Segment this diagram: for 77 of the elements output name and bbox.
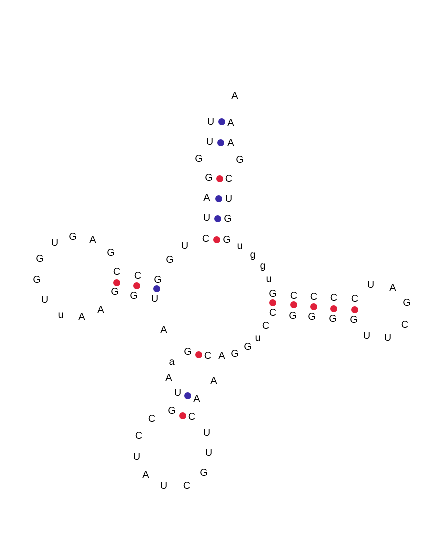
nucleotide-letter: G <box>403 299 411 309</box>
nucleotide-letter: A <box>228 119 234 129</box>
nucleotide-letter: U <box>363 332 371 342</box>
nucleotide-letter: C <box>225 175 233 185</box>
nucleotide-letter: G <box>69 233 77 243</box>
nucleotide-letter: g <box>250 251 256 261</box>
nucleotide-letter: A <box>390 284 396 294</box>
nucleotide-letter: U <box>206 138 214 148</box>
nucleotide-letter: U <box>367 281 375 291</box>
nucleotide-letter: G <box>130 292 138 302</box>
nucleotide-letter: C <box>188 413 196 423</box>
nucleotide-letter: A <box>166 374 172 384</box>
nucleotide-letter: C <box>351 295 359 305</box>
nucleotide-letter: G <box>111 288 119 298</box>
nucleotide-letter: C <box>113 268 121 278</box>
nucleotide-letter: C <box>290 292 298 302</box>
nucleotide-letter: C <box>183 482 191 492</box>
nucleotide-letter: A <box>218 352 226 362</box>
nucleotide-letter: G <box>224 215 232 225</box>
nucleotide-letter: A <box>204 194 210 204</box>
nucleotide-letter: U <box>384 334 392 344</box>
nucleotide-letter: G <box>308 313 316 323</box>
nucleotide-letter: U <box>205 449 213 459</box>
nucleotide-letter: U <box>225 195 233 205</box>
nucleotide-letter: C <box>148 415 156 425</box>
nucleotide-letter: A <box>142 471 150 481</box>
nucleotide-letter: G <box>166 256 174 266</box>
nucleotide-letter: G <box>244 343 252 353</box>
nucleotide-letter: G <box>289 312 297 322</box>
nucleotide-letter: A <box>98 306 104 316</box>
nucleotide-letter: A <box>78 313 86 323</box>
nucleotide-letter: A <box>232 92 238 102</box>
nucleotide-letter: a <box>169 358 175 368</box>
nucleotide-letter: U <box>151 295 159 305</box>
nucleotide-letter: G <box>107 249 115 259</box>
nucleotide-letter: C <box>262 322 270 332</box>
nucleotide-letter: A <box>160 326 168 336</box>
nucleotide-letter: u <box>237 242 243 252</box>
nucleotide-letter: G <box>36 255 44 265</box>
nucleotide-letter: G <box>223 236 231 246</box>
nucleotide-letter: U <box>133 453 141 463</box>
nucleotide-letter: U <box>51 239 59 249</box>
nucleotide-letter: G <box>184 348 192 358</box>
nucleotide-letter: G <box>269 290 277 300</box>
nucleotide-letter: C <box>269 309 277 319</box>
nucleotide-letter: A <box>210 377 218 387</box>
nucleotide-letter: U <box>203 429 211 439</box>
nucleotide-letter: g <box>260 262 266 272</box>
nucleotide-letter: C <box>310 293 318 303</box>
nucleotide-letter: C <box>134 272 142 282</box>
nucleotide-letter: U <box>181 242 189 252</box>
nucleotide-letter: G <box>205 174 213 184</box>
nucleotide-letter: C <box>135 432 143 442</box>
nucleotide-letter: A <box>228 139 234 149</box>
nucleotide-letter: G <box>200 469 208 479</box>
nucleotide-letter: G <box>236 156 244 166</box>
nucleotide-letter: U <box>174 389 182 399</box>
nucleotide-letter: U <box>207 118 215 128</box>
nucleotide-letter: u <box>58 311 64 321</box>
nucleotide-letter: U <box>41 296 49 306</box>
nucleotide-letter: U <box>160 482 168 492</box>
nucleotide-letter: C <box>401 321 409 331</box>
nucleotide-letter: G <box>329 315 337 325</box>
nucleotide-letter: A <box>90 236 96 246</box>
nucleotide-letter: G <box>231 350 239 360</box>
nucleotide-letter: G <box>154 276 162 286</box>
nucleotide-letter: u <box>266 275 272 285</box>
nucleotide-letter: C <box>204 352 212 362</box>
nucleotide-letter: u <box>255 334 261 344</box>
nucleotide-letter: C <box>330 294 338 304</box>
nucleotide-letter: G <box>168 407 176 417</box>
nucleotide-letter: C <box>202 235 210 245</box>
nucleotide-letter: G <box>33 276 41 286</box>
nucleotide-letter: A <box>194 395 200 405</box>
nucleotide-letter: G <box>195 155 203 165</box>
nucleotide-letter: G <box>350 316 358 326</box>
nucleotide-letter: U <box>203 214 211 224</box>
